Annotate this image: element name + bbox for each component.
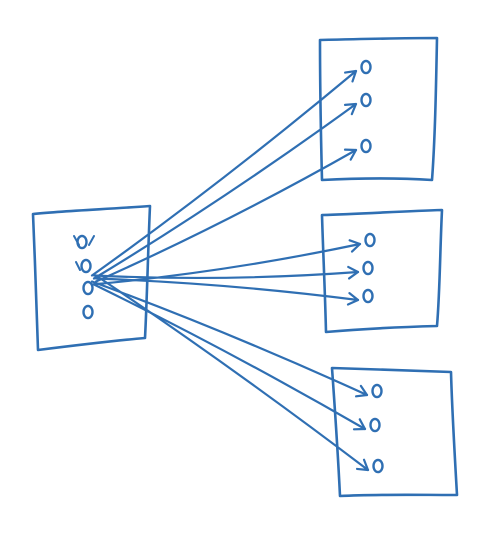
target-top-port-3: [360, 138, 372, 154]
target-bottom-port-1: [371, 383, 383, 399]
arrow-target-bottom-1: [90, 280, 369, 397]
target-bottom-port-3: [372, 458, 384, 474]
target-middle-node-box: [320, 208, 444, 334]
node-boxes: [31, 36, 459, 498]
arrowhead-target-top-2: [343, 102, 358, 116]
source-port-4: [82, 304, 94, 320]
target-middle-port-1: [364, 232, 376, 248]
arrowhead-target-middle-3: [346, 292, 360, 306]
arrow-target-bottom-3: [94, 274, 370, 472]
target-top-node-box: [318, 36, 439, 182]
arrow-target-middle-2: [92, 270, 360, 280]
connection-arrows: [90, 69, 370, 472]
arrowhead-target-bottom-2: [352, 418, 367, 431]
arrow-target-bottom-2: [92, 283, 367, 431]
arrow-target-top-2: [92, 102, 358, 280]
target-bottom-port-2: [369, 417, 381, 433]
source-port-1: [76, 234, 88, 250]
target-middle-port-2: [362, 260, 374, 276]
arrowhead-target-bottom-3: [355, 458, 370, 472]
arrowhead-target-top-1: [344, 69, 358, 83]
target-middle-port-3: [362, 288, 374, 304]
target-bottom-node-box: [330, 366, 459, 498]
arrow-target-top-1: [90, 69, 358, 277]
source-node-box: [31, 204, 152, 352]
arrow-target-top-3: [94, 148, 358, 283]
arrowhead-target-middle-2: [347, 265, 360, 280]
source-port-marks: [73, 235, 95, 271]
arrow-target-middle-3: [94, 277, 360, 302]
arrow-target-middle-1: [90, 242, 362, 286]
target-top-port-2: [360, 92, 372, 108]
arrowhead-target-bottom-1: [354, 384, 369, 398]
source-port-2: [80, 258, 92, 274]
port-circles: [73, 59, 384, 474]
source-port-3: [82, 280, 94, 296]
arrowhead-target-middle-1: [348, 239, 362, 253]
target-top-port-1: [360, 59, 372, 75]
arrowhead-target-top-3: [343, 148, 358, 161]
